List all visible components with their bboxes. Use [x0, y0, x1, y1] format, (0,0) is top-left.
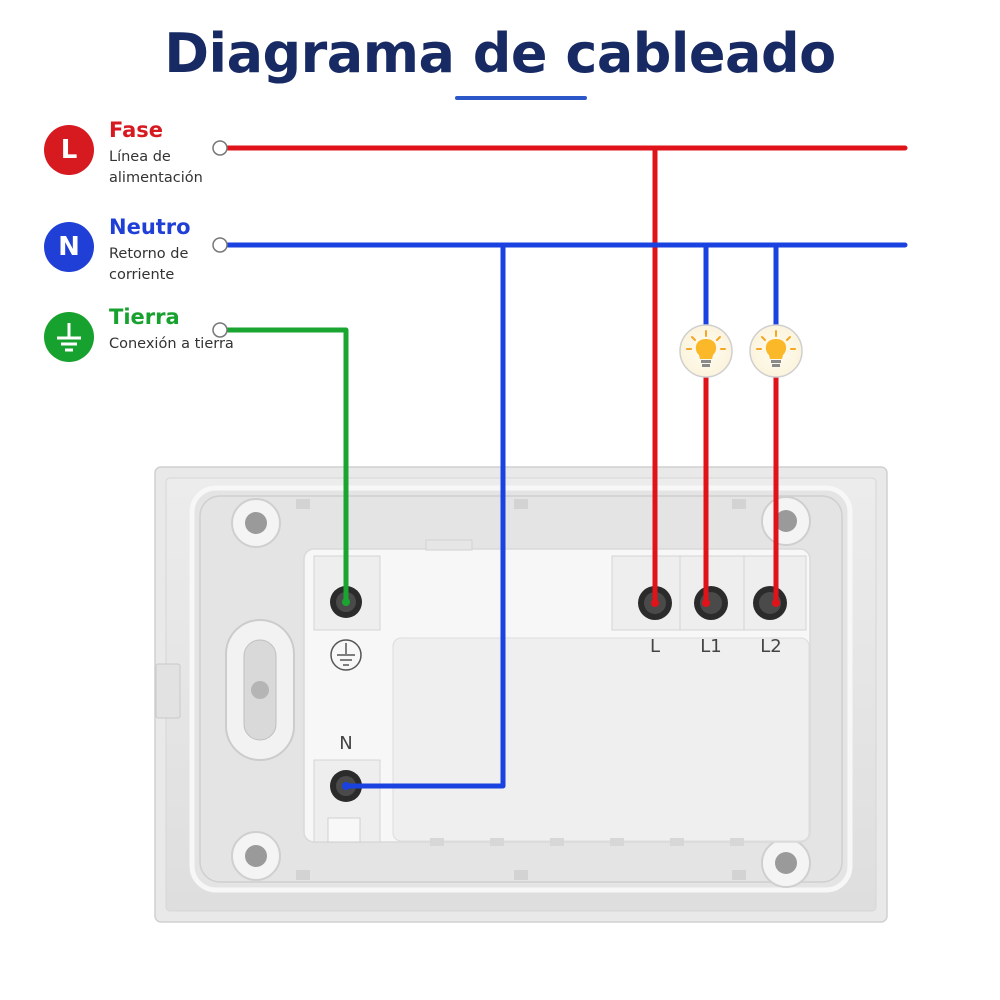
ground-input-terminal — [212, 322, 228, 338]
l2-wire-end — [772, 599, 780, 607]
neutral-badge-icon: N — [44, 222, 94, 272]
ground-badge-icon — [44, 312, 94, 362]
legend-desc-neutro: Retorno de corriente — [109, 246, 189, 283]
l-wire-end — [651, 599, 659, 607]
n-wire-end — [342, 782, 350, 790]
bulb-icon — [749, 324, 803, 378]
terminal-screw-l1 — [694, 586, 728, 620]
ground-wire — [225, 327, 349, 605]
screw-hole-icon — [231, 498, 281, 548]
screw-hole-icon — [761, 496, 811, 546]
bulb-icon — [679, 324, 733, 378]
terminal-label-n: N — [339, 733, 352, 754]
title-underline — [455, 96, 587, 100]
neutral-return-wire — [343, 242, 506, 789]
legend-item-tierra: Tierra Conexión a tierra — [44, 305, 234, 392]
legend-item-fase: L Fase Línea de alimentación — [44, 118, 234, 205]
legend-desc-tierra: Conexión a tierra — [109, 336, 234, 352]
phase-input-terminal — [212, 140, 228, 156]
terminal-screw-l2 — [753, 586, 787, 620]
terminal-label-l2: L2 — [760, 636, 781, 657]
screw-hole-icon — [761, 838, 811, 888]
terminal-label-l1: L1 — [700, 636, 721, 657]
legend-name-tierra: Tierra — [109, 305, 180, 329]
ground-icon — [330, 639, 362, 671]
legend-desc-fase: Línea de alimentación — [109, 149, 203, 186]
legend-name-fase: Fase — [109, 118, 164, 142]
page-title: Diagrama de cableado — [164, 22, 836, 85]
legend-name-neutro: Neutro — [109, 215, 191, 239]
mounting-slot — [225, 619, 295, 761]
phase-badge-icon: L — [44, 125, 94, 175]
ground-wire-end — [342, 598, 350, 606]
l1-wire-end — [702, 599, 710, 607]
screw-hole-icon — [231, 831, 281, 881]
terminal-block — [303, 539, 811, 846]
terminal-label-l: L — [650, 636, 660, 657]
neutral-input-terminal — [212, 237, 228, 253]
wires — [225, 145, 908, 789]
legend-item-neutro: N Neutro Retorno de corriente — [44, 215, 234, 302]
